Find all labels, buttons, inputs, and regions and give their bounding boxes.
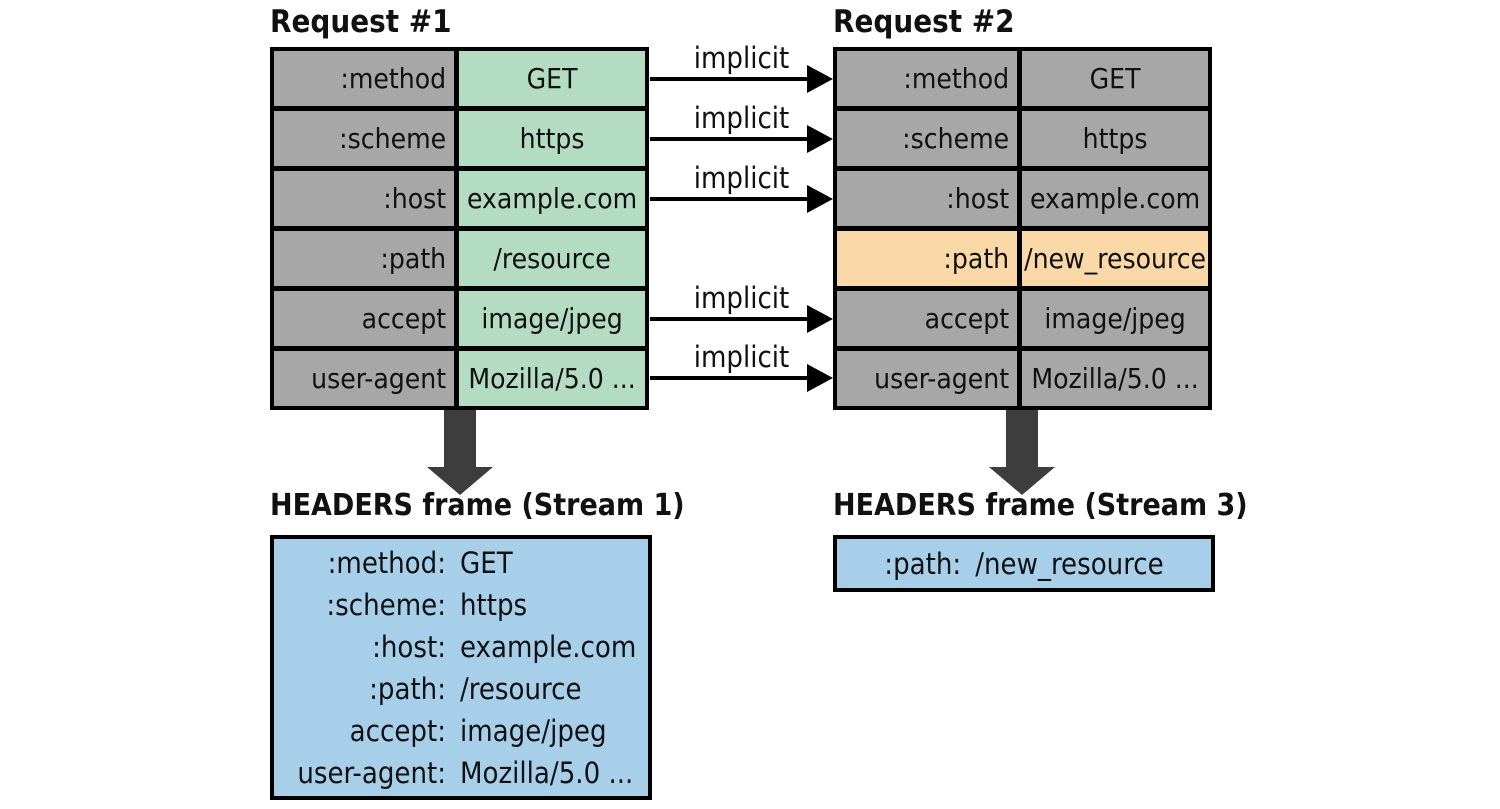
implicit-label: implicit bbox=[693, 340, 790, 374]
header-name: :path bbox=[274, 231, 455, 286]
header-value: GET bbox=[1022, 51, 1208, 106]
header-value: https bbox=[459, 111, 645, 166]
frame-line: accept: image/jpeg bbox=[274, 710, 648, 752]
header-name: accept bbox=[837, 291, 1018, 346]
down-arrow-stem bbox=[1006, 410, 1038, 467]
frame-header-value: GET bbox=[460, 545, 513, 580]
table-row: accept image/jpeg bbox=[837, 291, 1208, 346]
implicit-label: implicit bbox=[693, 281, 790, 315]
frame-line: :path: /resource bbox=[274, 668, 648, 710]
header-name: :method bbox=[837, 51, 1018, 106]
frame-header-value: /new_resource bbox=[975, 546, 1164, 581]
header-value: https bbox=[1022, 111, 1208, 166]
header-name: user-agent bbox=[837, 351, 1018, 406]
frame-header-value: /resource bbox=[460, 671, 582, 706]
header-value: /new_resource bbox=[1022, 231, 1208, 286]
table-row-highlighted: :path /new_resource bbox=[837, 231, 1208, 286]
header-value: image/jpeg bbox=[1022, 291, 1208, 346]
right-arrow-head-icon bbox=[807, 305, 833, 333]
header-name: :path bbox=[837, 231, 1018, 286]
frame-header-value: image/jpeg bbox=[460, 713, 607, 748]
right-arrow-head-icon bbox=[807, 185, 833, 213]
implicit-label: implicit bbox=[693, 161, 790, 195]
header-name: :scheme bbox=[274, 111, 455, 166]
request2-header-table: :method GET :scheme https :host example.… bbox=[833, 47, 1212, 410]
frame-header-name: :method: bbox=[327, 545, 446, 580]
frame-header-name: :scheme: bbox=[326, 587, 446, 622]
right-arrow-line bbox=[650, 77, 807, 81]
header-name: user-agent bbox=[274, 351, 455, 406]
right-arrow-line bbox=[650, 197, 807, 201]
frame-line: :path: /new_resource bbox=[884, 543, 1163, 585]
header-value: example.com bbox=[1022, 171, 1208, 226]
down-arrow-icon bbox=[989, 467, 1055, 495]
table-row: :method GET bbox=[837, 51, 1208, 106]
frame-header-value: Mozilla/5.0 ... bbox=[460, 755, 634, 790]
table-row: user-agent Mozilla/5.0 ... bbox=[837, 351, 1208, 406]
table-row: :host example.com bbox=[837, 171, 1208, 226]
frame-line: :method: GET bbox=[274, 542, 648, 584]
right-arrow-head-icon bbox=[807, 364, 833, 392]
request2-title: Request #2 bbox=[833, 4, 1015, 40]
table-row: :path /resource bbox=[274, 231, 645, 286]
header-value: /resource bbox=[459, 231, 645, 286]
header-name: accept bbox=[274, 291, 455, 346]
right-arrow-line bbox=[650, 376, 807, 380]
frame-header-name: :path: bbox=[369, 671, 446, 706]
right-arrow-head-icon bbox=[807, 125, 833, 153]
frame1-title: HEADERS frame (Stream 1) bbox=[270, 488, 685, 523]
down-arrow-stem bbox=[444, 410, 476, 467]
right-arrow-line bbox=[650, 137, 807, 141]
frame2-box: :path: /new_resource bbox=[833, 535, 1215, 592]
right-arrow-head-icon bbox=[807, 65, 833, 93]
frame-line: :host: example.com bbox=[274, 626, 648, 668]
header-name: :method bbox=[274, 51, 455, 106]
request1-title: Request #1 bbox=[270, 4, 452, 40]
frame-header-name: user-agent: bbox=[297, 755, 446, 790]
header-name: :host bbox=[274, 171, 455, 226]
header-value: Mozilla/5.0 ... bbox=[459, 351, 645, 406]
implicit-label: implicit bbox=[693, 41, 790, 75]
right-arrow-line bbox=[650, 317, 807, 321]
down-arrow-icon bbox=[427, 467, 493, 495]
header-value: example.com bbox=[459, 171, 645, 226]
frame-header-value: example.com bbox=[460, 629, 637, 664]
table-row: accept image/jpeg bbox=[274, 291, 645, 346]
frame-header-name: :host: bbox=[372, 629, 446, 664]
header-name: :scheme bbox=[837, 111, 1018, 166]
frame-header-name: :path: bbox=[884, 546, 962, 581]
table-row: :method GET bbox=[274, 51, 645, 106]
frame-line: :scheme: https bbox=[274, 584, 648, 626]
header-value: image/jpeg bbox=[459, 291, 645, 346]
header-value: GET bbox=[459, 51, 645, 106]
frame2-title: HEADERS frame (Stream 3) bbox=[833, 488, 1248, 523]
header-value: Mozilla/5.0 ... bbox=[1022, 351, 1208, 406]
request1-header-table: :method GET :scheme https :host example.… bbox=[270, 47, 649, 410]
table-row: :scheme https bbox=[837, 111, 1208, 166]
frame-line: user-agent: Mozilla/5.0 ... bbox=[274, 752, 648, 794]
table-row: user-agent Mozilla/5.0 ... bbox=[274, 351, 645, 406]
table-row: :host example.com bbox=[274, 171, 645, 226]
frame-header-value: https bbox=[460, 587, 528, 622]
frame1-box: :method: GET :scheme: https :host: examp… bbox=[270, 535, 652, 800]
implicit-label: implicit bbox=[693, 101, 790, 135]
header-name: :host bbox=[837, 171, 1018, 226]
table-row: :scheme https bbox=[274, 111, 645, 166]
frame-header-name: accept: bbox=[349, 713, 446, 748]
